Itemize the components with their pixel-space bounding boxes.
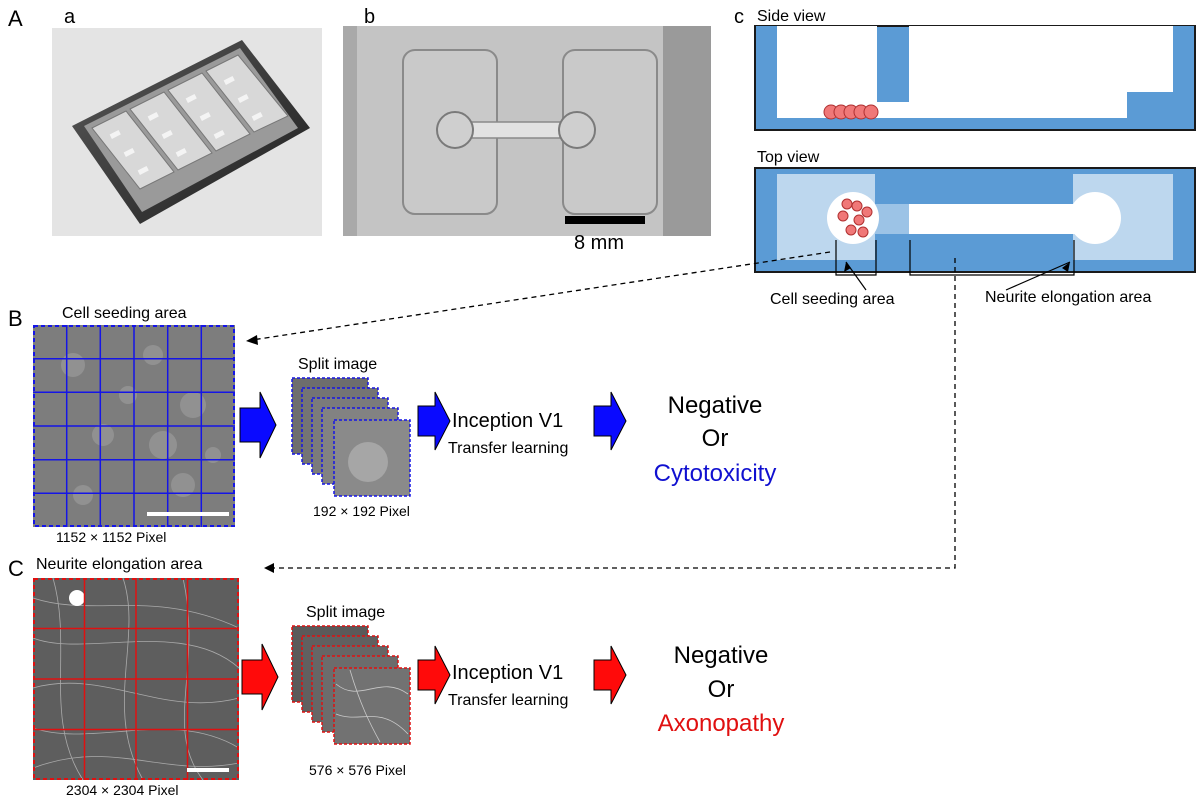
dashed-arrow-to-C — [272, 258, 956, 569]
rowB-arrow-3 — [593, 391, 627, 451]
neurite-elongation-area-label: Neurite elongation area — [985, 289, 1152, 306]
panel-label-c: c — [734, 6, 744, 28]
rowC-output-axonopathy: Axonopathy — [657, 710, 785, 737]
rowC-arrow-3 — [593, 645, 627, 705]
rowC-arrow-1 — [241, 643, 279, 711]
panel-label-a: a — [64, 6, 76, 28]
chip-photo — [343, 26, 711, 236]
panel-label-b: b — [364, 6, 376, 28]
rowC-method: Transfer learning — [448, 692, 569, 709]
top-view-label: Top view — [757, 149, 820, 166]
dashed-arrow-to-B — [251, 251, 831, 341]
rowC-title: Neurite elongation area — [36, 556, 203, 573]
seeding-bracket — [835, 240, 877, 276]
rowC-split-size: 576 × 576 Pixel — [309, 762, 406, 778]
panel-label-B: B — [8, 306, 23, 331]
elongation-pointer — [1005, 261, 1071, 291]
elongation-bracket — [909, 240, 1075, 276]
rowB-split-size: 192 × 192 Pixel — [313, 503, 410, 519]
rowC-model: Inception V1 — [452, 662, 564, 684]
rowB-grid — [33, 325, 235, 527]
top-view-diagram — [754, 167, 1196, 273]
scale-bar-label: 8 mm — [574, 232, 624, 254]
rowC-source-image — [32, 577, 240, 781]
panel-label-A: A — [8, 6, 23, 31]
rowB-source-size: 1152 × 1152 Pixel — [56, 529, 167, 545]
rowC-source-size: 2304 × 2304 Pixel — [66, 782, 179, 798]
cell-seeding-area-label: Cell seeding area — [770, 291, 895, 308]
rowC-grid — [32, 577, 240, 781]
microplate-illustration — [72, 40, 310, 224]
panel-label-C: C — [8, 556, 24, 581]
side-view-label: Side view — [757, 8, 826, 25]
rowB-split-stack — [291, 377, 411, 497]
rowB-source-image — [33, 325, 235, 527]
rowB-output-negative: Negative — [667, 392, 763, 419]
rowB-split-label: Split image — [298, 356, 378, 373]
rowB-output-cytotoxicity: Cytotoxicity — [653, 460, 777, 487]
rowB-output-or: Or — [701, 425, 729, 452]
side-view-diagram — [754, 25, 1196, 131]
rowC-arrow-2 — [417, 645, 451, 705]
rowB-arrow-1 — [239, 391, 277, 459]
rowC-output-or: Or — [707, 676, 735, 703]
rowB-arrow-2 — [417, 391, 451, 451]
rowC-split-stack — [291, 625, 411, 745]
microplate-photo — [52, 28, 322, 236]
rowC-output-negative: Negative — [673, 642, 769, 669]
rowC-split-label: Split image — [306, 604, 386, 621]
chip-illustration — [343, 26, 711, 236]
rowB-model: Inception V1 — [452, 410, 564, 432]
rowB-method: Transfer learning — [448, 440, 569, 457]
rowB-title: Cell seeding area — [62, 305, 187, 322]
